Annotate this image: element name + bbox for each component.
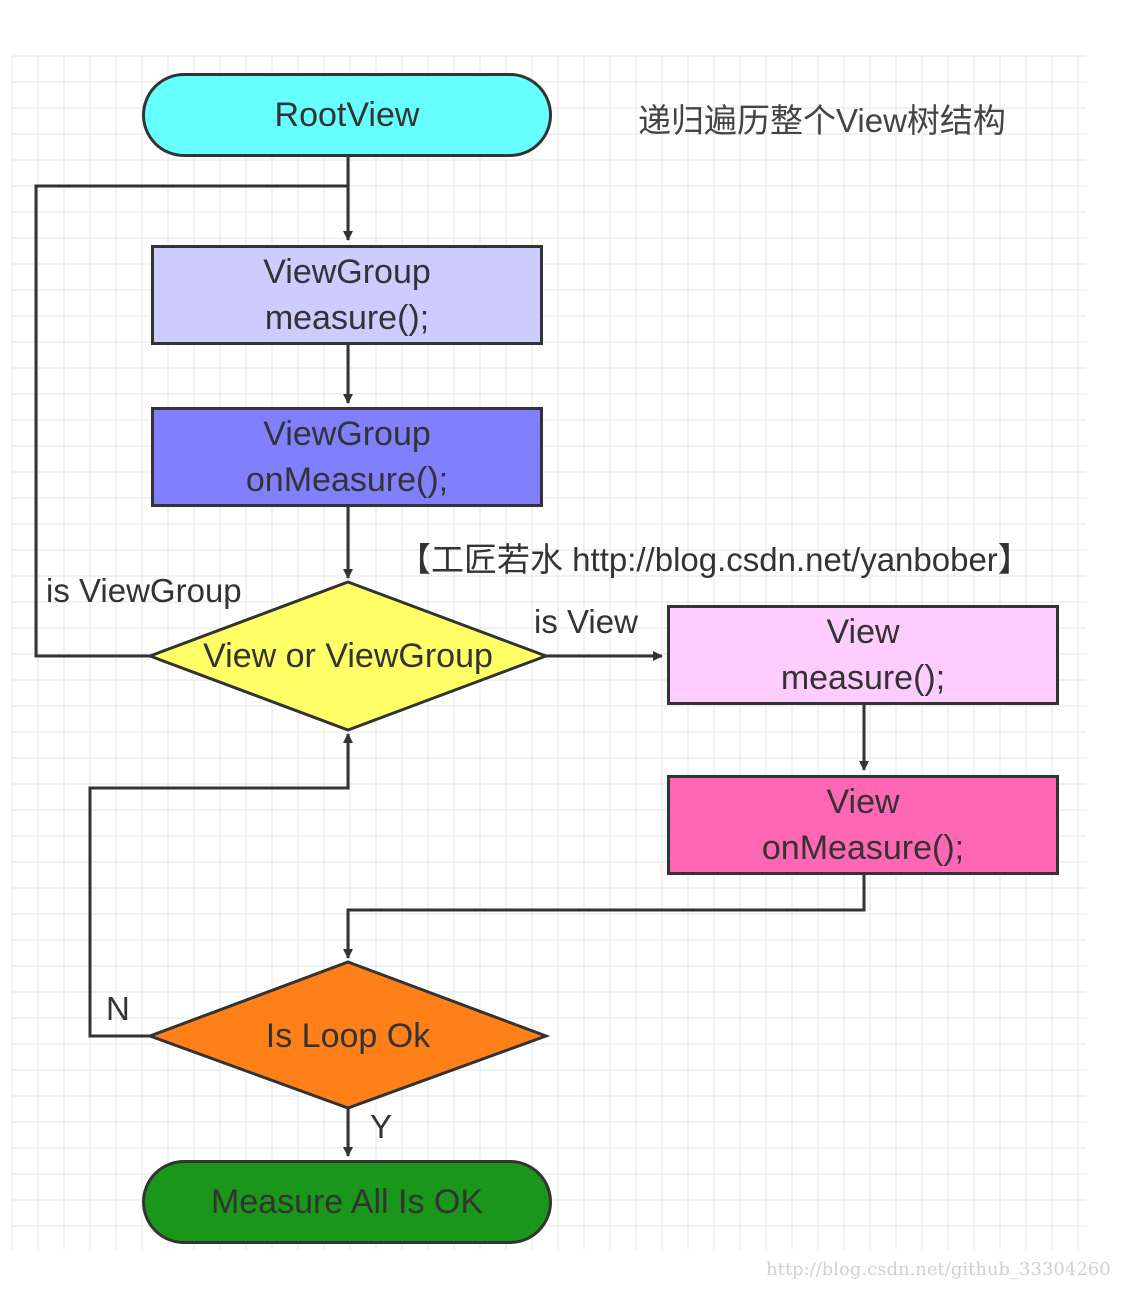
node-view-onmeasure-line1: View (826, 783, 900, 821)
edge-is-viewgroup-loop (34, 184, 348, 658)
diagram-title: 递归遍历整个View树结构 (638, 102, 1006, 139)
decision-view-or-viewgroup-text: View or ViewGroup (203, 636, 493, 675)
node-rootview-label: RootView (274, 96, 420, 134)
node-viewgroup-measure-line2: measure(); (264, 299, 430, 337)
node-viewgroup-measure-line1: ViewGroup (263, 253, 431, 291)
node-view-measure-line1: View (826, 613, 900, 651)
node-view-measure: View measure(); (667, 605, 1059, 705)
decision-is-loop-ok-label: Is Loop Ok (150, 1006, 546, 1066)
decision-is-loop-ok-text: Is Loop Ok (265, 1016, 431, 1055)
edge-label-yes: Y (370, 1108, 393, 1145)
node-measure-all-ok-label: Measure All Is OK (210, 1183, 484, 1221)
source-note: 【工匠若水 http://blog.csdn.net/yanbober】 (398, 541, 1031, 578)
edge-label-no: N (106, 990, 130, 1027)
node-rootview: RootView (142, 73, 552, 157)
node-viewgroup-measure: ViewGroup measure(); (151, 245, 543, 345)
watermark-text: http://blog.csdn.net/github_33304260 (766, 1259, 1111, 1280)
node-viewgroup-onmeasure-line1: ViewGroup (263, 415, 431, 453)
node-view-onmeasure: View onMeasure(); (667, 775, 1059, 875)
decision-view-or-viewgroup (145, 580, 551, 732)
decision-is-loop-ok (145, 960, 551, 1110)
edge-loop-no (88, 733, 353, 1038)
node-measure-all-ok: Measure All Is OK (142, 1160, 552, 1244)
node-view-onmeasure-line2: onMeasure(); (761, 829, 965, 867)
edge-label-is-view: is View (534, 603, 638, 640)
edge-label-is-viewgroup: is ViewGroup (46, 572, 242, 609)
edge-view-onmeasure-to-loop (343, 875, 866, 959)
node-view-measure-line2: measure(); (780, 659, 946, 697)
node-viewgroup-onmeasure-line2: onMeasure(); (245, 461, 449, 499)
node-viewgroup-onmeasure: ViewGroup onMeasure(); (151, 407, 543, 507)
decision-view-or-viewgroup-label: View or ViewGroup (150, 626, 546, 686)
